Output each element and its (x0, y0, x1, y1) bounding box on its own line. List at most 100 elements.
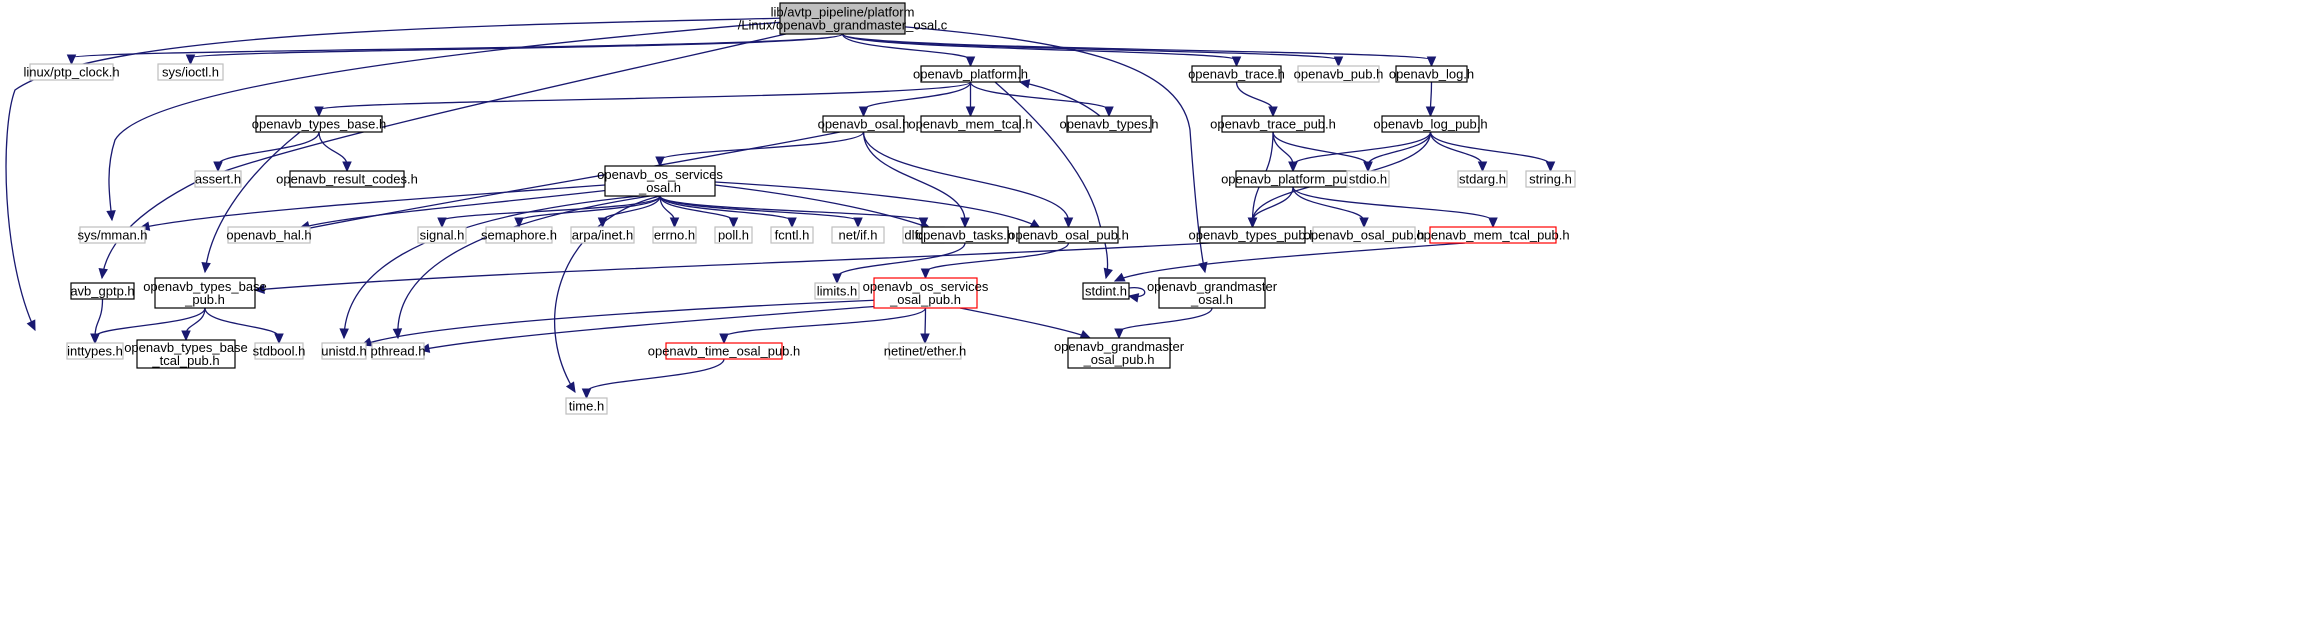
node-box (371, 342, 425, 360)
arrowhead-icon (1477, 161, 1488, 173)
edge-openavb_types_base-to-openavb_types_base_pub (201, 131, 301, 274)
node-pthread: pthread.h (371, 342, 425, 360)
arrowhead-icon (1333, 56, 1344, 68)
node-label: openavb_trace_pub.h (1210, 117, 1336, 132)
node-openavb-grandmaster-osal[interactable]: openavb_grandmaster_osal.h (1147, 277, 1278, 309)
node-box (154, 277, 256, 309)
node-openavb-types[interactable]: openavb_types.h (1059, 115, 1159, 133)
edge-openavb_platform-to-openavb_types (969, 81, 1114, 118)
node-openavb-os-services-osal-pub[interactable]: openavb_os_services_osal_pub.h (863, 277, 989, 309)
node-label: sys/mman.h (77, 228, 147, 243)
node-openavb-types-base-pub[interactable]: openavb_types_base_pub.h (143, 277, 267, 309)
node-openavb-osal-pub[interactable]: openavb_osal_pub.h (1008, 226, 1129, 244)
node-box (1457, 170, 1508, 188)
node-stdint[interactable]: stdint.h (1082, 282, 1130, 300)
node-label: inttypes.h (67, 344, 123, 359)
node-label: /Linux/openavb_grandmaster_osal.c (738, 18, 948, 33)
node-openavb-mem-tcal[interactable]: openavb_mem_tcal.h (908, 115, 1033, 133)
edge-root-to-openavb_platform (841, 33, 976, 68)
node-openavb-types-base-tcal-pub[interactable]: openavb_types_base_tcal_pub.h (124, 339, 248, 369)
node-box (604, 165, 716, 197)
node-openavb-log[interactable]: openavb_log.h (1389, 65, 1474, 83)
arrowhead-icon (342, 161, 352, 173)
node-label: stdbool.h (253, 344, 306, 359)
node-box (665, 342, 783, 360)
edge-openavb_osal-to-openavb_tasks (862, 131, 970, 229)
edge-root-to-sys_mman (106, 19, 809, 222)
edge-openavb_platform_pub-to-openavb_osal_pub_ext (1292, 186, 1369, 229)
node-label: limits.h (817, 284, 857, 299)
node-netinet-ether: netinet/ether.h (884, 342, 966, 360)
node-box (714, 226, 753, 244)
arrowhead-icon (1288, 161, 1298, 173)
node-openavb-trace[interactable]: openavb_trace.h (1188, 65, 1285, 83)
node-label: unistd.h (321, 344, 367, 359)
node-stdarg: stdarg.h (1457, 170, 1508, 188)
node-label: net/if.h (838, 228, 877, 243)
node-box (79, 226, 146, 244)
node-box (652, 226, 697, 244)
node-box (255, 115, 383, 133)
node-openavb-log-pub[interactable]: openavb_log_pub.h (1373, 115, 1488, 133)
edge-openavb_log_pub-to-string (1429, 131, 1556, 173)
arrowhead-icon (960, 217, 970, 229)
arrowhead-icon (201, 262, 211, 274)
edge-openavb_platform-to-stdint (994, 81, 1113, 280)
edge-openavb_os_services_osal-to-fcntl (659, 195, 797, 229)
node-root[interactable]: lib/avtp_pipeline/platform/Linux/openavb… (738, 2, 948, 35)
node-openavb-platform-pub[interactable]: openavb_platform_pub.h (1221, 170, 1365, 188)
node-openavb-pub: openavb_pub.h (1294, 65, 1383, 83)
node-label: openavb_mem_tcal.h (908, 117, 1032, 132)
node-label: linux/ptp_clock.h (23, 65, 119, 80)
node-label: openavb_types.h (1059, 117, 1158, 132)
node-label: semaphore.h (481, 228, 557, 243)
node-errno: errno.h (652, 226, 697, 244)
edge-openavb_os_services_osal-to-semaphore (514, 195, 661, 229)
edge-openavb_os_services_osal-to-openavb_tasks (714, 184, 932, 230)
edge-openavb_osal-to-openavb_os_services_osal (655, 131, 865, 168)
node-openavb-os-services-osal[interactable]: openavb_os_services_osal.h (597, 165, 723, 197)
edge-stdint-to-stdint (1127, 286, 1146, 303)
node-arpa-inet: arpa/inet.h (570, 226, 635, 244)
arrowhead-icon (98, 267, 108, 280)
node-openavb-time-osal-pub[interactable]: openavb_time_osal_pub.h (648, 342, 801, 360)
node-avb-gptp[interactable]: avb_gptp.h (70, 282, 135, 300)
edge-openavb_os_services_osal-to-sys_mman (138, 184, 606, 231)
edge-openavb_platform-to-openavb_mem_tcal (965, 81, 976, 118)
edge-openavb_trace-to-openavb_trace_pub (1235, 81, 1278, 118)
node-openavb-result-codes[interactable]: openavb_result_codes.h (276, 170, 418, 188)
arrowhead-icon (90, 333, 100, 345)
edge-openavb_types_base-to-openavb_result_codes (318, 131, 352, 173)
node-box (1067, 337, 1171, 369)
node-box (289, 170, 405, 188)
node-openavb-trace-pub[interactable]: openavb_trace_pub.h (1210, 115, 1336, 133)
node-box (1066, 115, 1152, 133)
node-semaphore: semaphore.h (481, 226, 557, 244)
node-label: openavb_hal.h (226, 228, 311, 243)
node-box (70, 282, 135, 300)
node-box (920, 115, 1021, 133)
arrowhead-icon (719, 333, 729, 345)
node-openavb-mem-tcal-pub[interactable]: openavb_mem_tcal_pub.h (1416, 226, 1570, 244)
node-openavb-types-pub[interactable]: openavb_types_pub.h (1189, 226, 1317, 244)
node-openavb-tasks[interactable]: openavb_tasks.h (916, 226, 1014, 244)
arrowhead-icon (1231, 56, 1242, 68)
node-box (1429, 226, 1557, 244)
node-openavb-platform[interactable]: openavb_platform.h (913, 65, 1028, 83)
node-openavb-types-base[interactable]: openavb_types_base.h (252, 115, 386, 133)
edge-openavb_grandmaster_osal-to-openavb_grandmaster_osal_pub (1114, 307, 1213, 340)
arrowhead-icon (253, 284, 265, 294)
arrowhead-icon (1114, 328, 1124, 340)
node-limits: limits.h (814, 282, 860, 300)
edge-openavb_types_base_pub-to-openavb_types_base_tcal_pub (181, 307, 206, 342)
arrowhead-icon (1079, 330, 1092, 339)
node-poll: poll.h (714, 226, 753, 244)
edge-openavb_types_base_pub-to-inttypes (90, 307, 206, 345)
edge-openavb_os_services_osal-to-net_if (659, 195, 863, 229)
node-openavb-grandmaster-osal-pub[interactable]: openavb_grandmaster_osal_pub.h (1054, 337, 1185, 369)
arrowhead-icon (1247, 217, 1258, 229)
arrowhead-icon (920, 268, 931, 280)
edge-openavb_platform_pub-to-openavb_types_pub (1247, 186, 1294, 229)
node-openavb-osal[interactable]: openavb_osal.h (818, 115, 910, 133)
